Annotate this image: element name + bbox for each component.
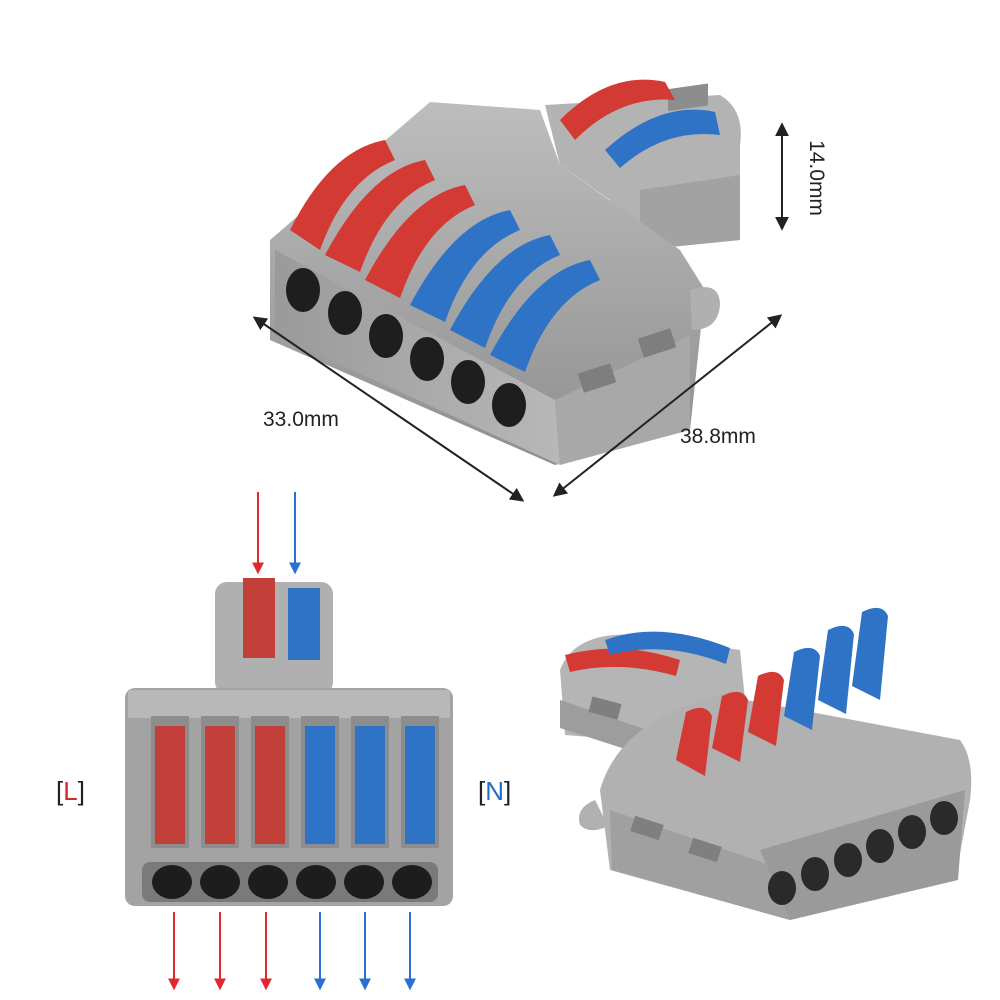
front-view-wire-holes — [142, 862, 438, 902]
depth-dimension-line — [552, 314, 783, 497]
live-label: [L] — [56, 776, 85, 806]
front-view-connector — [125, 492, 453, 991]
front-view-levers — [151, 716, 439, 848]
neutral-label: [N] — [478, 776, 512, 806]
top-input-block — [545, 79, 741, 250]
height-dimension-label: 14.0mm — [804, 140, 828, 216]
depth-dimension-label: 38.8mm — [680, 425, 756, 448]
angled-view-connector — [560, 607, 972, 920]
width-dimension-line — [252, 316, 525, 502]
width-dimension-label: 33.0mm — [263, 408, 339, 431]
